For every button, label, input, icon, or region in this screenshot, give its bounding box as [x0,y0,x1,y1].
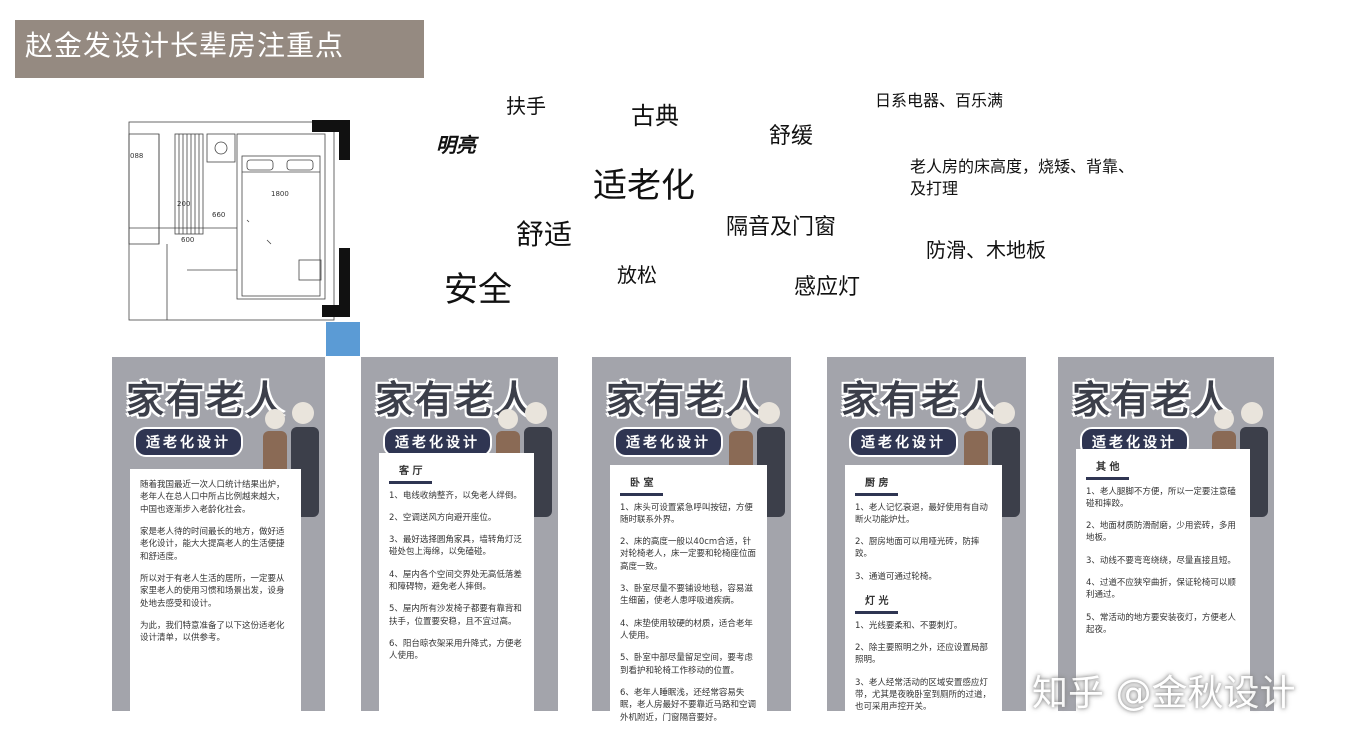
section-heading: 厨 房 [855,477,899,496]
poster-item: 6、老年人睡眠浅，还经常容易失眠，老人房最好不要靠近马路和空调外机附近，门窗隔音… [620,687,757,723]
floor-plan-drawing: 088 200 660 600 1800 [128,120,350,321]
section-heading: 客 厅 [389,465,433,484]
keyword-fanghua: 防滑、木地板 [926,238,1046,262]
poster-heading: 家有老人 [126,378,287,422]
dim-label: 600 [181,236,194,244]
dim-label: 1800 [271,190,289,198]
keyword-fushou: 扶手 [506,94,546,118]
poster-item: 5、常活动的地方要安装夜灯，方便老人起夜。 [1086,612,1236,635]
keyword-shilaohua: 适老化 [593,166,695,206]
poster-item: 5、卧室中部尽量留足空间，要考虑到看护和轮椅工作移动的位置。 [620,653,753,676]
dim-label: 660 [212,211,225,219]
keyword-geyin: 隔音及门窗 [726,215,837,240]
poster-card: 卧 室 1、床头可设置紧急呼叫按钮，方便随时联系外界。 2、床的高度一般以40c… [610,465,767,723]
poster-item: 1、电线收纳整齐，以免老人绊倒。 [389,490,522,501]
poster-item: 3、通道可通过轮椅。 [855,571,937,582]
poster-card: 随着我国最近一次人口统计结果出炉，老年人在总人口中所占比例越来越大，中国也逐渐步… [130,469,301,711]
poster-subheading: 适老化设计 [614,427,723,457]
watermark: 知乎 @金秋设计 [1032,673,1296,714]
keyword-anquan: 安全 [444,270,512,310]
poster-item: 1、床头可设置紧急呼叫按钮，方便随时联系外界。 [620,502,753,525]
poster-bedroom: 家有老人 适老化设计 卧 室 1、床头可设置紧急呼叫按钮，方便随时联系外界。 2… [592,357,791,723]
poster-item: 1、老人腿脚不方便，所以一定要注意磕碰和摔跤。 [1086,486,1236,509]
section-heading: 灯 光 [855,595,899,614]
poster-item: 1、老人记忆衰退，最好使用有自动断火功能炉灶。 [855,502,988,525]
poster-item: 家是老人待的时间最长的地方，做好适老化设计，能大大提高老人的生活便捷和舒适度。 [140,526,285,562]
section-heading: 其 他 [1086,461,1130,480]
poster-item: 3、最好选择圆角家具，墙转角灯泛碰处包上海绵，以免磕碰。 [389,535,522,558]
poster-item: 3、动线不要弯弯绕绕，尽量直接且短。 [1086,555,1236,566]
poster-item: 3、老人经常活动的区域安置感应灯带，尤其是夜晚卧室到厕所的过道，也可采用声控开关… [855,677,992,713]
poster-item: 4、床垫使用较硬的材质，适合老年人使用。 [620,618,753,641]
dim-label: 200 [177,200,190,208]
poster-item: 2、除主要照明之外，还应设置局部照明。 [855,642,988,666]
poster-kitchen: 家有老人 适老化设计 厨 房 1、老人记忆衰退，最好使用有自动断火功能炉灶。 2… [827,357,1026,713]
poster-item: 4、过道不应狭窄曲折，保证轮椅可以顺利通过。 [1086,578,1236,601]
keyword-shushi: 舒适 [516,218,573,251]
keyword-chuang: 老人房的床高度，烧矮、背靠、 及打理 [910,157,1135,198]
poster-item: 2、地面材质防滑耐磨，少用瓷砖，多用地板。 [1086,521,1236,544]
poster-subheading: 适老化设计 [134,427,243,457]
dim-label: 088 [130,152,143,160]
poster-item: 随着我国最近一次人口统计结果出炉，老年人在总人口中所占比例越来越大，中国也逐渐步… [140,480,285,515]
section-heading: 卧 室 [620,477,664,496]
keyword-fangsong: 放松 [617,263,657,287]
poster-item: 3、卧室尽量不要铺设地毯，容易滋生细菌，使老人患呼吸道疾病。 [620,584,753,607]
poster-item: 6、阳台晾衣架采用升降式，方便老人使用。 [389,639,522,662]
poster-other: 家有老人 适老化设计 其 他 1、老人腿脚不方便，所以一定要注意磕碰和摔跤。 2… [1058,357,1274,711]
poster-card: 客 厅 1、电线收纳整齐，以免老人绊倒。 2、空调送风方向避开座位。 3、最好选… [379,453,534,711]
poster-item: 2、空调送风方向避开座位。 [389,512,497,523]
poster-card: 其 他 1、老人腿脚不方便，所以一定要注意磕碰和摔跤。 2、地面材质防滑耐磨，少… [1076,449,1250,711]
keyword-gudian: 古典 [631,102,679,130]
poster-intro: 家有老人 适老化设计 随着我国最近一次人口统计结果出炉，老年人在总人口中所占比例… [112,357,325,711]
poster-living-room: 家有老人 适老化设计 客 厅 1、电线收纳整齐，以免老人绊倒。 2、空调送风方向… [361,357,558,711]
poster-heading: 家有老人 [1072,378,1233,422]
poster-item: 1、光线要柔和、不要刺灯。 [855,620,963,631]
keyword-dianqi: 日系电器、百乐满 [875,91,1004,110]
keyword-ganying: 感应灯 [794,275,861,300]
poster-item: 2、厨房地面可以用哑光砖，防摔跤。 [855,537,980,560]
poster-subheading: 适老化设计 [849,427,958,457]
poster-item: 4、屋内各个空间交界处无高低落差和障碍物，避免老人摔倒。 [389,569,522,593]
poster-item: 2、床的高度一般以40cm合适，针对轮椅老人，床一定要和轮椅座位面高度一致。 [620,537,757,572]
keyword-shuhuan: 舒缓 [769,124,814,149]
accent-square [326,322,360,356]
poster-item: 所以对于有老人生活的居所，一定要从家里老人的使用习惯和场景出发，设身处地去感受和… [140,573,285,609]
poster-item: 为此，我们特意准备了以下这份适老化设计清单，以供参考。 [140,620,285,644]
poster-item: 5、屋内所有沙发椅子都要有靠背和扶手，位置要安稳，且不宜过高。 [389,604,522,627]
keyword-mingliang: 明亮 [436,133,476,157]
poster-card: 厨 房 1、老人记忆衰退，最好使用有自动断火功能炉灶。 2、厨房地面可以用哑光砖… [845,465,1002,713]
page-title: 赵金发设计长辈房注重点 [15,20,424,78]
